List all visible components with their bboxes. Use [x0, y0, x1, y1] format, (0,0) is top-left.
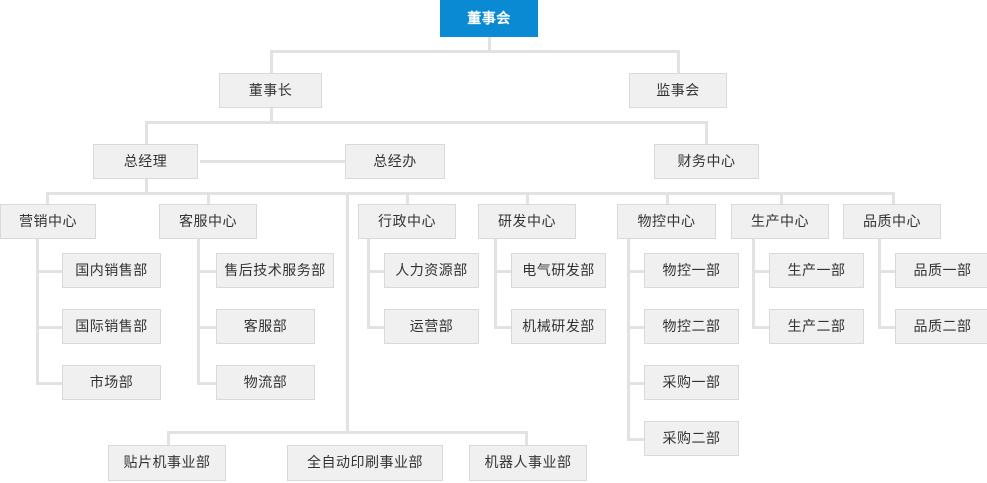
connector-quality-child2: [878, 326, 896, 329]
node-mechanical-rd-dept[interactable]: 机械研发部: [511, 309, 606, 344]
connector-material-child3: [627, 382, 645, 385]
connector-rd-child1: [494, 270, 512, 273]
node-robotics-division[interactable]: 机器人事业部: [469, 445, 587, 481]
node-board-of-directors[interactable]: 董事会: [440, 0, 538, 37]
node-board-of-supervisors[interactable]: 监事会: [629, 73, 727, 108]
connector-production-up: [780, 192, 783, 206]
connector-marketing-child2: [36, 326, 62, 329]
node-purchasing-dept-2[interactable]: 采购二部: [644, 421, 739, 456]
connector-marketing-spine: [36, 236, 39, 382]
connector-quality-child1: [878, 270, 896, 273]
node-rd-center[interactable]: 研发中心: [478, 204, 576, 239]
connector-gm-up: [145, 121, 148, 145]
node-international-sales-dept[interactable]: 国际销售部: [62, 309, 161, 344]
connector-admin-up: [406, 192, 409, 206]
connector-level1-bus: [270, 50, 680, 53]
node-administration-center[interactable]: 行政中心: [358, 204, 456, 239]
connector-cs-up: [207, 192, 210, 206]
node-electrical-rd-dept[interactable]: 电气研发部: [511, 253, 606, 288]
node-auto-printing-division[interactable]: 全自动印刷事业部: [287, 445, 443, 481]
node-gm-office[interactable]: 总经办: [345, 144, 445, 179]
node-logistics-dept[interactable]: 物流部: [216, 365, 315, 400]
connector-divisions-bus: [167, 431, 528, 434]
connector-admin-spine: [367, 236, 370, 326]
node-quality-center[interactable]: 品质中心: [843, 204, 941, 239]
node-material-control-dept-1[interactable]: 物控一部: [644, 253, 739, 288]
connector-production-child1: [752, 270, 770, 273]
connector-material-child2: [627, 326, 645, 329]
node-customer-service-center[interactable]: 客服中心: [159, 204, 257, 239]
connector-rd-up: [526, 192, 529, 206]
connector-divisions-trunk: [346, 192, 349, 431]
connector-smt-up: [167, 431, 170, 445]
node-hr-dept[interactable]: 人力资源部: [384, 253, 479, 288]
connector-board-down: [488, 36, 491, 50]
node-customer-service-dept[interactable]: 客服部: [216, 309, 315, 344]
node-domestic-sales-dept[interactable]: 国内销售部: [62, 253, 161, 288]
connector-cs-spine: [197, 236, 200, 382]
node-quality-dept-2[interactable]: 品质二部: [895, 309, 987, 344]
connector-marketing-child1: [36, 270, 62, 273]
node-market-dept[interactable]: 市场部: [62, 365, 161, 400]
node-operations-dept[interactable]: 运营部: [384, 309, 479, 344]
connector-level2-bus: [145, 121, 708, 124]
connector-finance-up: [705, 121, 708, 145]
node-chairman[interactable]: 董事长: [219, 73, 322, 108]
connector-marketing-up: [46, 192, 49, 206]
connector-gm-to-gmoffice: [200, 160, 345, 163]
node-material-control-center[interactable]: 物控中心: [617, 204, 716, 239]
connector-cs-child1: [197, 270, 217, 273]
node-marketing-center[interactable]: 营销中心: [0, 204, 96, 239]
connector-marketing-child3: [36, 382, 62, 385]
node-material-control-dept-2[interactable]: 物控二部: [644, 309, 739, 344]
connector-production-spine: [752, 236, 755, 326]
node-purchasing-dept-1[interactable]: 采购一部: [644, 365, 739, 400]
connector-material-child1: [627, 270, 645, 273]
connector-material-spine: [627, 236, 630, 438]
connector-cs-child2: [197, 326, 217, 329]
connector-supervisors-up: [677, 50, 680, 74]
connector-quality-up: [892, 192, 895, 206]
node-smt-division[interactable]: 贴片机事业部: [108, 445, 226, 481]
node-production-dept-1[interactable]: 生产一部: [769, 253, 864, 288]
connector-material-child4: [627, 438, 645, 441]
connector-robotics-up: [525, 431, 528, 445]
node-finance-center[interactable]: 财务中心: [654, 144, 759, 179]
node-production-center[interactable]: 生产中心: [731, 204, 829, 239]
node-general-manager[interactable]: 总经理: [93, 144, 198, 179]
connector-chairman-down: [270, 107, 273, 121]
connector-production-child2: [752, 326, 770, 329]
connector-gm-down: [145, 178, 148, 192]
connector-rd-spine: [494, 236, 497, 326]
connector-rd-child2: [494, 326, 512, 329]
connector-admin-child1: [367, 270, 385, 273]
connector-material-up: [666, 192, 669, 206]
node-after-sales-tech-service-dept[interactable]: 售后技术服务部: [216, 253, 334, 288]
node-production-dept-2[interactable]: 生产二部: [769, 309, 864, 344]
connector-admin-child2: [367, 326, 385, 329]
connector-level3-bus: [46, 192, 893, 195]
connector-quality-spine: [878, 236, 881, 326]
connector-cs-child3: [197, 382, 217, 385]
connector-chairman-up: [270, 50, 273, 74]
node-quality-dept-1[interactable]: 品质一部: [895, 253, 987, 288]
